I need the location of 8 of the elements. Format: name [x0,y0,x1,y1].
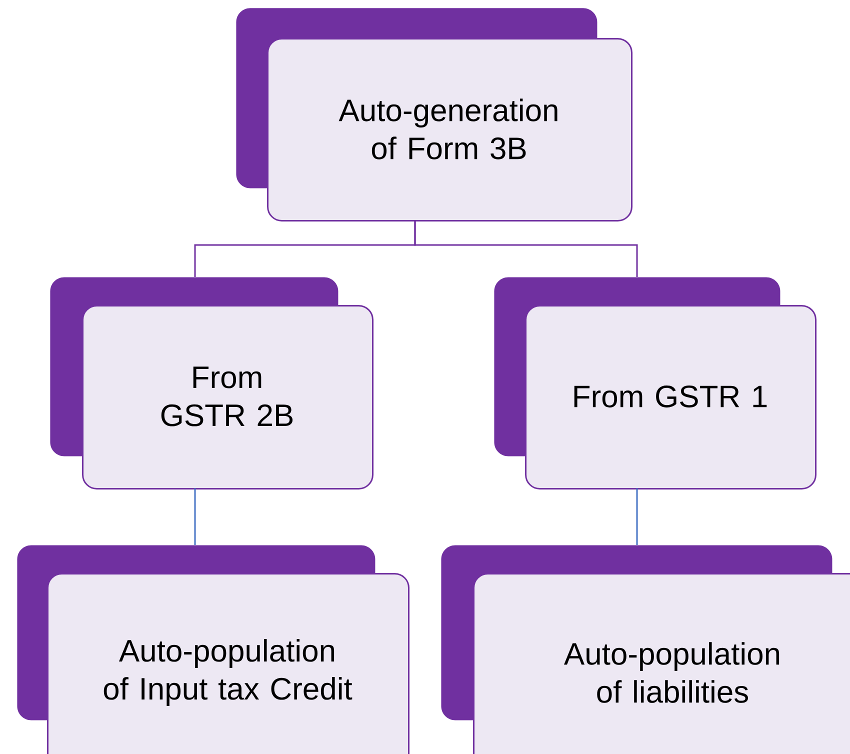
connector-line [636,488,638,545]
process-box: Auto-population of liabilities [441,545,850,754]
connector-line [414,220,638,277]
process-box: Auto-population of Input tax Credit [17,545,410,754]
process-box: From GSTR 1 [494,277,816,490]
process-box: Auto-generation of Form 3B [236,8,632,222]
connector-line [194,488,196,545]
process-box: From GSTR 2B [50,277,374,490]
